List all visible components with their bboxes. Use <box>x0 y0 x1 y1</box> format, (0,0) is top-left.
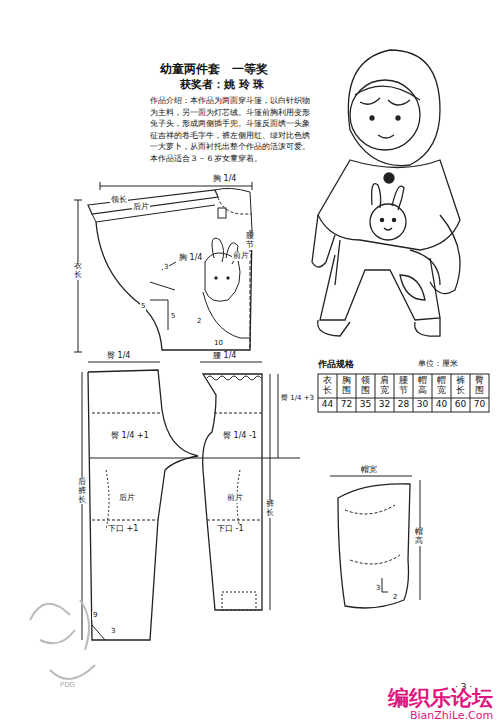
dimension: 帽高 <box>414 528 424 546</box>
table-title: 作品规格 <box>318 360 354 370</box>
table-cell: 44 <box>321 400 334 410</box>
part-name: 后片 <box>132 203 150 212</box>
dimension: 臀 1/4 +3 <box>280 395 315 403</box>
table-header: 腰节 <box>399 376 408 396</box>
table-cell: 60 <box>454 400 467 410</box>
table-cell: 30 <box>416 400 429 410</box>
watermark-seal-text: PDG <box>60 682 75 690</box>
dimension: 臀 1/4 -1 <box>222 432 258 441</box>
dimension: 胸 1/4 <box>212 175 237 184</box>
dimension: 臀 1/4 <box>106 352 131 361</box>
table-header: 衣长 <box>323 376 332 396</box>
dimension: 帽宽 <box>360 466 378 475</box>
intro-text: 作品介绍：本作品为两面穿斗篷，以白针织物为主料，另一面为灯芯绒。斗篷前胸利用变形… <box>150 95 312 165</box>
trousers-pattern <box>82 362 300 640</box>
table-header: 臀围 <box>475 376 484 396</box>
dimension: 臀 1/4 +1 <box>110 432 150 441</box>
dimension: 裤长 <box>265 500 275 518</box>
dimension: 9 <box>92 612 98 620</box>
dimension: 2 <box>392 594 398 602</box>
dimension: 下口 -1 <box>216 525 245 534</box>
dimension: 3 <box>163 264 169 272</box>
dimension: 5 <box>170 313 176 321</box>
dimension: 3 <box>375 585 381 593</box>
spec-table <box>318 374 489 412</box>
watermark-text: 编织乐论坛 <box>388 687 493 710</box>
dimension: 腰 1/4 <box>212 352 237 361</box>
dimension: 后裤长 <box>77 478 87 504</box>
table-cell: 32 <box>378 400 391 410</box>
dimension: 胸 1/4 <box>178 254 203 263</box>
dimension: 10 <box>213 340 224 348</box>
watermark-url: BianZhiLe.Com <box>410 710 493 722</box>
table-header: 帽高 <box>418 376 427 396</box>
part-name: 前片 <box>232 252 250 261</box>
table-cell: 72 <box>340 400 353 410</box>
dimension: 3 <box>110 628 116 636</box>
table-header: 肩宽 <box>380 376 389 396</box>
part-name: 领长 <box>110 196 128 205</box>
cape-pattern <box>74 182 252 352</box>
watermark-seal <box>30 600 95 679</box>
dimension: 下口 +1 <box>107 525 139 534</box>
part-name: 前片 <box>226 494 244 503</box>
table-header: 帽宽 <box>437 376 446 396</box>
dimension: 腰节 <box>245 232 255 250</box>
table-header: 领围 <box>361 376 370 396</box>
page-title: 幼童两件套 一等奖 <box>160 63 268 76</box>
dimension: 5 <box>140 303 146 311</box>
part-name: 后片 <box>118 494 136 503</box>
table-cell: 35 <box>359 400 372 410</box>
table-cell: 70 <box>473 400 486 410</box>
table-cell: 28 <box>397 400 410 410</box>
table-unit: 单位：厘米 <box>418 360 458 369</box>
table-header: 胸围 <box>342 376 351 396</box>
dimension: 衣长 <box>73 262 83 280</box>
table-cell: 40 <box>435 400 448 410</box>
child-illustration <box>312 50 460 336</box>
table-header: 裤长 <box>456 376 465 396</box>
hood-pattern <box>330 476 420 608</box>
dimension: 2 <box>196 318 202 326</box>
author: 获奖者：姚 玲 珠 <box>180 79 264 91</box>
